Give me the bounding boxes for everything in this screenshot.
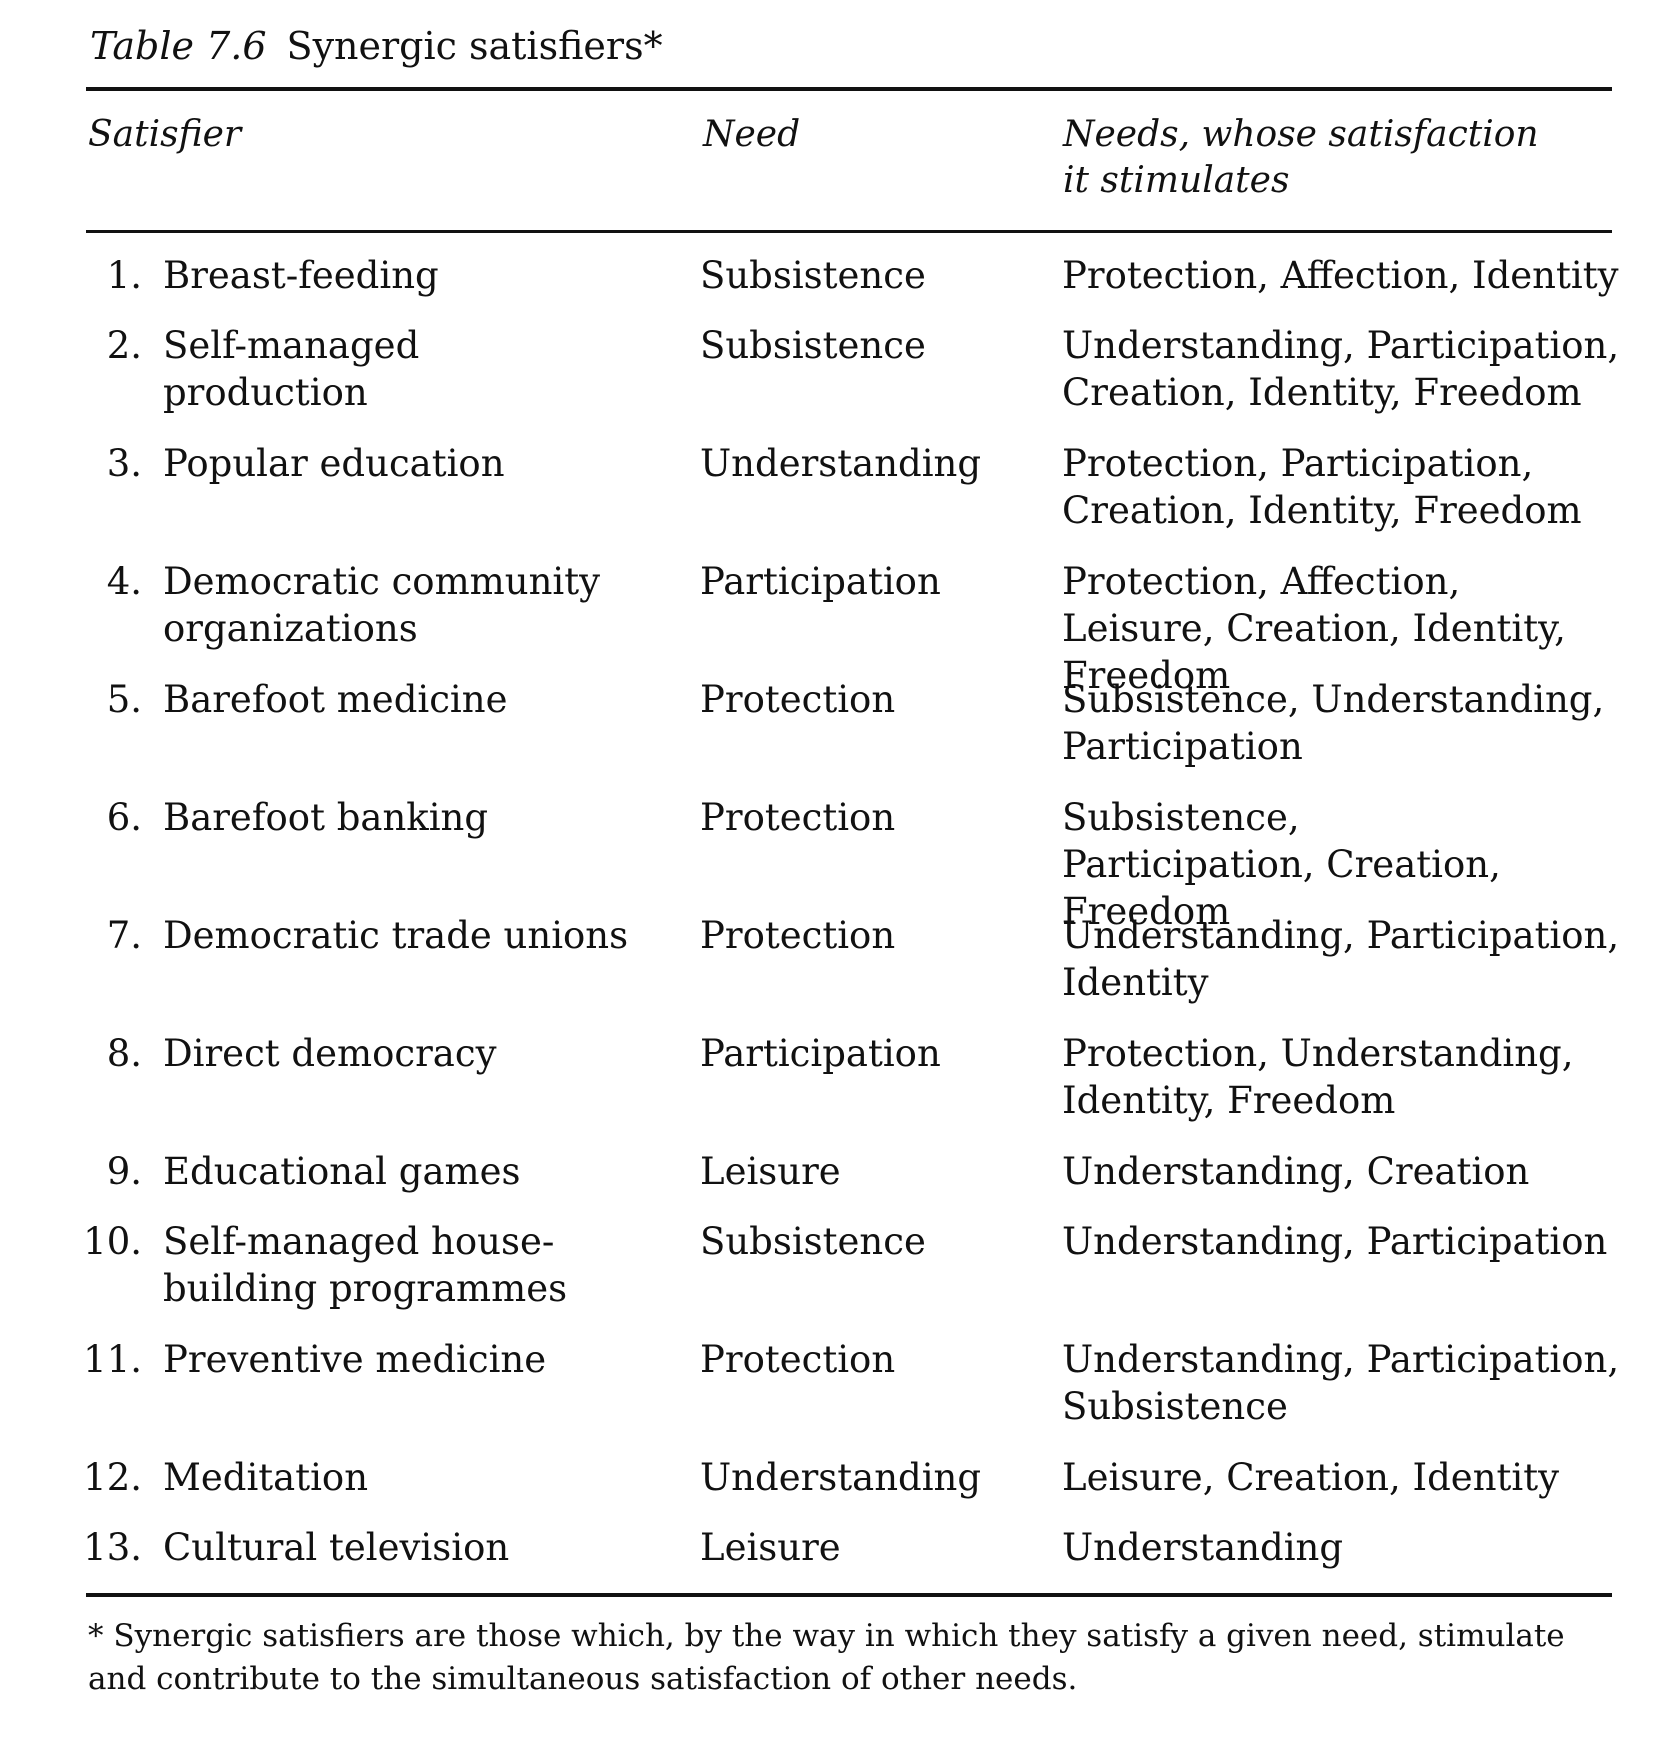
header-rule: [86, 230, 1612, 233]
header-need: Need: [703, 114, 801, 155]
table-footnote: * Synergic satisfiers are those which, b…: [88, 1618, 1565, 1697]
satisfier-cell: Direct democracy: [163, 1032, 497, 1075]
header-satisfier: Satisfier: [88, 114, 242, 155]
top-rule: [86, 87, 1612, 91]
stimulated-needs-cell: Understanding, Creation: [1062, 1150, 1530, 1193]
table-label: Table 7.6: [90, 24, 267, 68]
satisfier-cell: Educational games: [163, 1150, 521, 1193]
satisfier-cell: Breast-feeding: [163, 254, 439, 297]
stimulated-needs-cell: Understanding, Participation, Creation, …: [1062, 324, 1620, 414]
table-row: 6. Barefoot banking Protection Subsisten…: [0, 794, 1664, 933]
row-number: 6.: [106, 796, 142, 839]
need-cell: Protection: [700, 1338, 896, 1381]
row-number: 4.: [106, 560, 142, 603]
need-cell: Leisure: [700, 1526, 841, 1569]
table-row: 10. Self-managed house-building programm…: [0, 1218, 1664, 1336]
stimulated-needs-cell: Protection, Affection, Leisure, Creation…: [1062, 560, 1566, 697]
stimulated-needs-cell: Subsistence, Participation, Creation, Fr…: [1062, 796, 1501, 933]
row-number: 1.: [106, 254, 142, 297]
need-cell: Protection: [700, 796, 896, 839]
satisfier-cell: Barefoot medicine: [163, 678, 508, 721]
table-row: 9. Educational games Leisure Understandi…: [0, 1148, 1664, 1218]
header-stimulated-line-1: Needs, whose satisfaction: [1063, 114, 1539, 155]
need-cell: Protection: [700, 914, 896, 957]
row-number: 3.: [106, 442, 142, 485]
satisfier-cell: Popular education: [163, 442, 505, 485]
stimulated-needs-cell: Subsistence, Understanding, Participatio…: [1062, 678, 1605, 768]
table-row: 11. Preventive medicine Protection Under…: [0, 1336, 1664, 1454]
stimulated-needs-cell: Protection, Affection, Identity: [1062, 254, 1619, 297]
stimulated-needs-cell: Understanding, Participation, Subsistenc…: [1062, 1338, 1620, 1428]
row-number: 8.: [106, 1032, 142, 1075]
row-number: 11.: [83, 1338, 142, 1381]
row-number: 9.: [106, 1150, 142, 1193]
row-number: 2.: [106, 324, 142, 367]
header-stimulated-needs: Needs, whose satisfaction it stimulates: [1063, 112, 1539, 204]
row-number: 10.: [83, 1220, 142, 1263]
satisfier-cell: Democratic community organizations: [163, 560, 601, 650]
stimulated-needs-cell: Understanding, Participation: [1062, 1220, 1608, 1263]
stimulated-needs-cell: Protection, Understanding, Identity, Fre…: [1062, 1032, 1574, 1122]
bottom-rule: [86, 1593, 1612, 1597]
row-number: 12.: [83, 1456, 142, 1499]
satisfier-cell: Self-managed production: [163, 324, 420, 414]
satisfier-cell: Democratic trade unions: [163, 914, 629, 957]
need-cell: Subsistence: [700, 1220, 926, 1263]
satisfier-cell: Preventive medicine: [163, 1338, 547, 1381]
header-stimulated-line-2: it stimulates: [1063, 160, 1290, 201]
row-number: 5.: [106, 678, 142, 721]
stimulated-needs-cell: Understanding, Participation, Identity: [1062, 914, 1620, 1004]
table-row: 8. Direct democracy Participation Protec…: [0, 1030, 1664, 1148]
satisfier-cell: Cultural television: [163, 1526, 510, 1569]
table-row: 7. Democratic trade unions Protection Un…: [0, 912, 1664, 1030]
need-cell: Protection: [700, 678, 896, 721]
row-number: 13.: [83, 1526, 142, 1569]
table-caption: Table 7.6 Synergic satisfiers*: [90, 16, 663, 76]
table-row: 1. Breast-feeding Subsistence Protection…: [0, 252, 1664, 322]
table-body: 1. Breast-feeding Subsistence Protection…: [0, 252, 1664, 1594]
table-row: 3. Popular education Understanding Prote…: [0, 440, 1664, 558]
table-row: 4. Democratic community organizations Pa…: [0, 558, 1664, 697]
table-row: 12. Meditation Understanding Leisure, Cr…: [0, 1454, 1664, 1524]
table-row: 13. Cultural television Leisure Understa…: [0, 1524, 1664, 1594]
satisfier-cell: Meditation: [163, 1456, 369, 1499]
table-title: Synergic satisfiers*: [286, 24, 663, 68]
satisfier-cell: Barefoot banking: [163, 796, 489, 839]
need-cell: Subsistence: [700, 254, 926, 297]
stimulated-needs-cell: Understanding: [1062, 1526, 1344, 1569]
satisfier-cell: Self-managed house-building programmes: [163, 1220, 568, 1310]
stimulated-needs-cell: Protection, Participation, Creation, Ide…: [1062, 442, 1582, 532]
need-cell: Leisure: [700, 1150, 841, 1193]
need-cell: Participation: [700, 560, 941, 603]
need-cell: Subsistence: [700, 324, 926, 367]
stimulated-needs-cell: Leisure, Creation, Identity: [1062, 1456, 1560, 1499]
table-row: 2. Self-managed production Subsistence U…: [0, 322, 1664, 440]
table-row: 5. Barefoot medicine Protection Subsiste…: [0, 676, 1664, 794]
row-number: 7.: [106, 914, 142, 957]
need-cell: Understanding: [700, 1456, 982, 1499]
need-cell: Understanding: [700, 442, 982, 485]
need-cell: Participation: [700, 1032, 941, 1075]
